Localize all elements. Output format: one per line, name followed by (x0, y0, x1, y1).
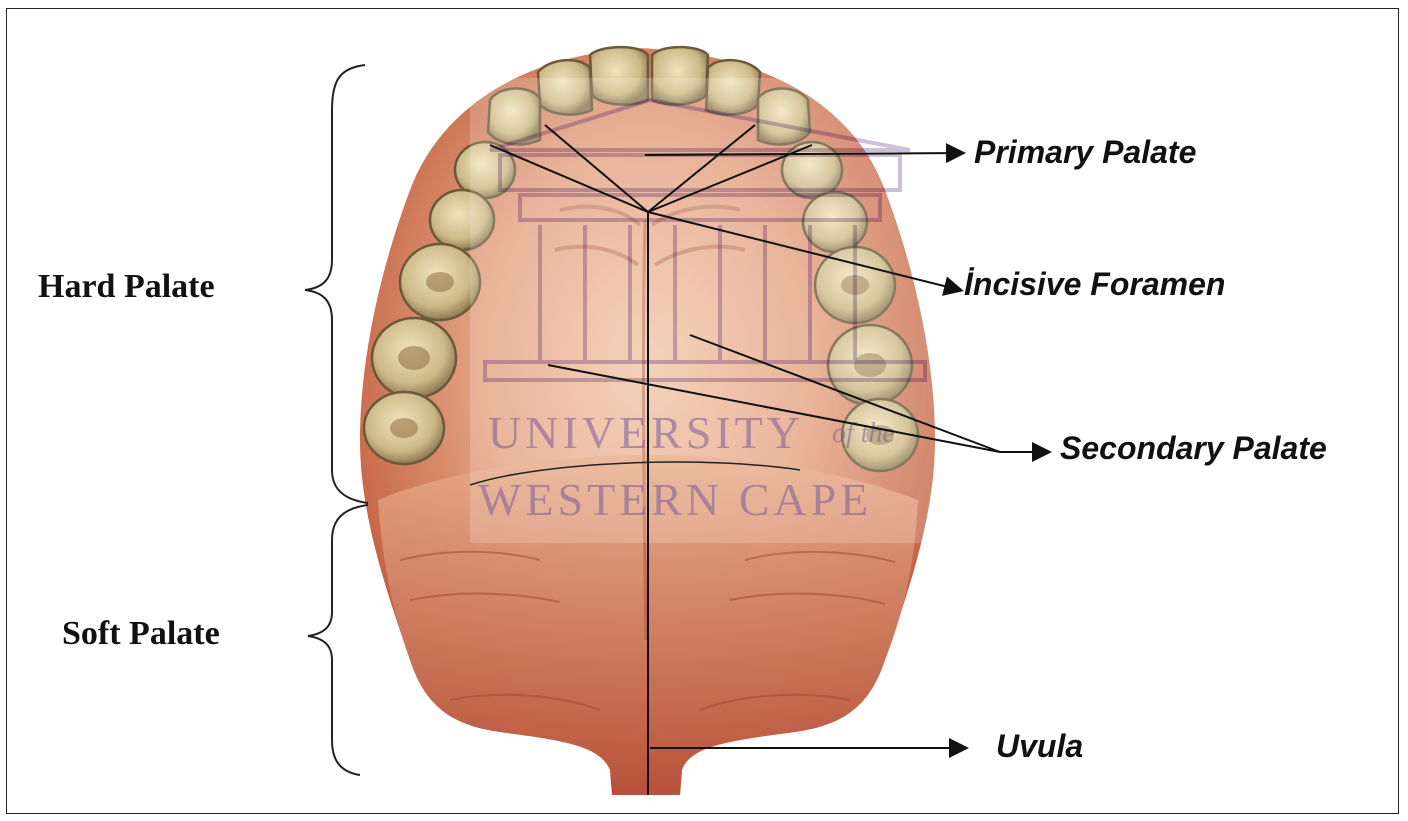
uvula-label: Uvula (996, 728, 1083, 765)
watermark-line2: WESTERN CAPE (478, 474, 872, 525)
hard-palate-label: Hard Palate (38, 268, 215, 306)
incisive-foramen-label: İncisive Foramen (964, 266, 1225, 303)
watermark-line1: UNIVERSITY (488, 407, 804, 458)
soft-palate-label: Soft Palate (62, 615, 220, 653)
soft-palate-brace (308, 505, 368, 775)
watermark-small: of the (832, 418, 895, 449)
primary-palate-label: Primary Palate (974, 134, 1196, 171)
hard-palate-brace (305, 65, 368, 503)
secondary-palate-label: Secondary Palate (1060, 430, 1327, 467)
